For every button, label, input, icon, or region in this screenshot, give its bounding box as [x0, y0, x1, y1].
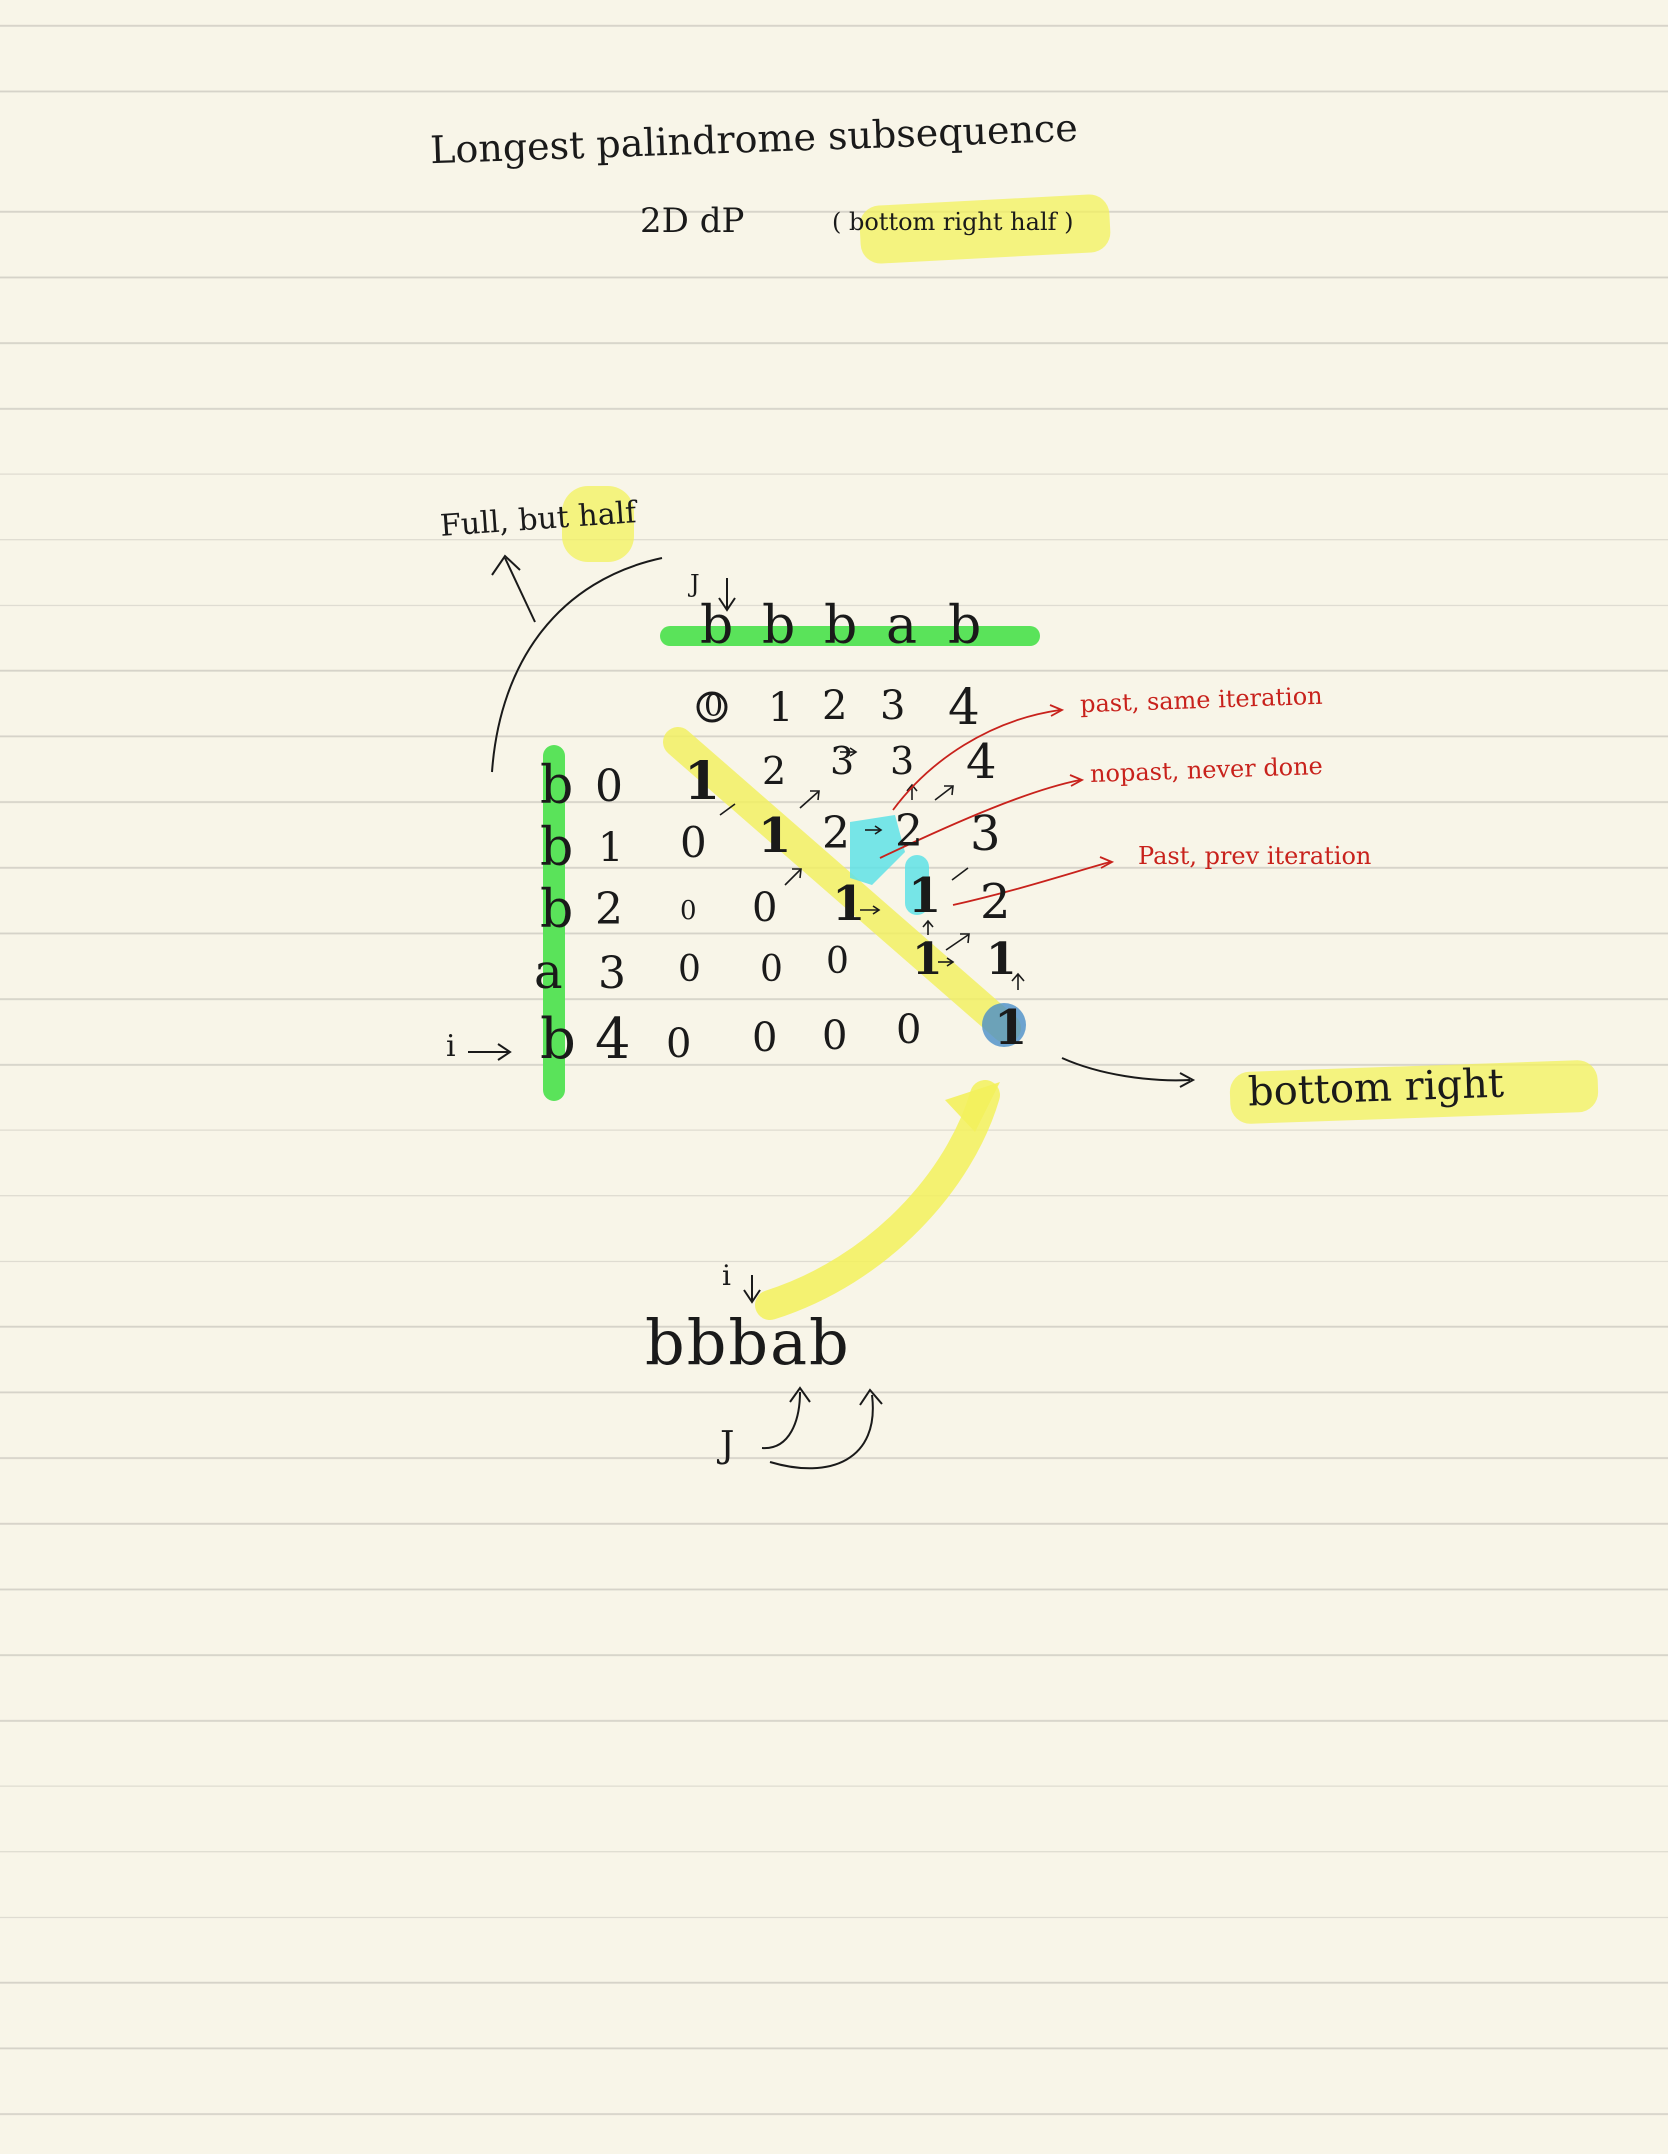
col-zero-circle — [696, 691, 728, 723]
dp-cell: 0 — [752, 885, 778, 931]
dp-cell: 3 — [830, 739, 855, 783]
top-letter: b — [762, 596, 796, 656]
row-index: 3 — [598, 948, 626, 999]
top-letter: a — [886, 596, 918, 656]
diagonal-highlight — [663, 727, 1021, 1043]
row-letter: b — [540, 1007, 576, 1072]
bottom-j-arrow-1-head — [789, 1386, 811, 1403]
dp-cell: 0 — [822, 1013, 848, 1059]
dp-cell: 0 — [752, 1015, 778, 1061]
dp-cell: 0 — [680, 896, 697, 926]
yellow-arrow-head — [945, 1082, 1000, 1132]
dp-cell: 3 — [890, 739, 915, 783]
row-letter: a — [534, 944, 563, 1000]
dp-cell: 1 — [908, 868, 942, 924]
col-index: 4 — [948, 678, 980, 736]
annotation-past-prev-iteration: Past, prev iteration — [1138, 842, 1372, 870]
cyan-highlight-2 — [905, 855, 929, 915]
top-letter: b — [700, 596, 734, 656]
bottom-right-arrow — [1061, 1057, 1191, 1082]
row-index: 0 — [595, 761, 623, 812]
i-right-arrow-head — [497, 1043, 512, 1061]
yellow-curve-arrow — [755, 1080, 1000, 1320]
side-note-highlight — [562, 486, 634, 562]
dp-cell: 1 — [832, 876, 866, 932]
dp-cell: 0 — [760, 949, 783, 990]
dp-cell: 1 — [912, 934, 943, 985]
bottom-j-marker: J — [720, 1425, 735, 1466]
i-marker: i — [446, 1029, 456, 1064]
full-half-arc — [491, 557, 663, 773]
bottom-right-label: bottom right — [1247, 1060, 1505, 1116]
bottom-right-cell-marker — [982, 1003, 1026, 1047]
bottom-right-arrow-head — [1179, 1072, 1196, 1088]
bottom-i-marker: i — [722, 1259, 731, 1292]
bottom-j-arrow-2-head — [859, 1388, 883, 1406]
dp-cell: 2 — [822, 808, 850, 859]
dp-cell: 1 — [986, 934, 1017, 985]
subtitle-main: 2D dP — [640, 201, 745, 241]
grid-arrows — [719, 747, 1025, 990]
dp-cell: 1 — [994, 1000, 1028, 1056]
dp-cell: 2 — [762, 749, 787, 793]
top-string-highlight — [660, 626, 1040, 646]
col-index: 2 — [822, 683, 848, 729]
top-letter: b — [948, 596, 982, 656]
dp-cell: 0 — [826, 941, 849, 982]
dp-cell: 4 — [966, 734, 997, 790]
dp-cell: 2 — [895, 806, 923, 857]
dp-cell: 3 — [970, 806, 1001, 862]
j-down-arrow-head — [718, 597, 736, 612]
row-index: 4 — [595, 1007, 631, 1072]
col-index: 0 — [704, 689, 724, 724]
row-letters-highlight — [543, 745, 565, 1101]
side-note-arrow-head — [491, 554, 521, 576]
col-index: 3 — [880, 683, 906, 729]
bottom-j-arrow-2 — [769, 1394, 874, 1470]
dp-cell: 1 — [758, 808, 792, 864]
dp-cell: 0 — [896, 1007, 922, 1053]
red-annotation-arrows — [879, 704, 1115, 906]
dp-cell: 2 — [980, 874, 1011, 930]
row-letter: b — [540, 818, 574, 878]
top-letter: b — [824, 596, 858, 656]
col-index: 1 — [768, 685, 794, 731]
side-note-arrow — [504, 557, 536, 623]
dp-cell: 0 — [666, 1021, 692, 1067]
row-letter: b — [540, 880, 574, 940]
bottom-string: bbbab — [645, 1306, 851, 1379]
row-index: 1 — [598, 825, 624, 871]
bottom-i-arrow-head — [743, 1289, 761, 1304]
row-index: 2 — [595, 884, 623, 935]
j-marker: J — [690, 570, 700, 598]
row-letter: b — [540, 756, 574, 816]
cyan-highlight-1 — [850, 815, 905, 885]
dp-cell: 0 — [680, 818, 707, 867]
bottom-j-arrow-1 — [761, 1391, 801, 1450]
dp-cell: 1 — [684, 751, 721, 812]
dp-cell: 0 — [678, 949, 701, 990]
subtitle-note: ( bottom right half ) — [832, 208, 1074, 236]
